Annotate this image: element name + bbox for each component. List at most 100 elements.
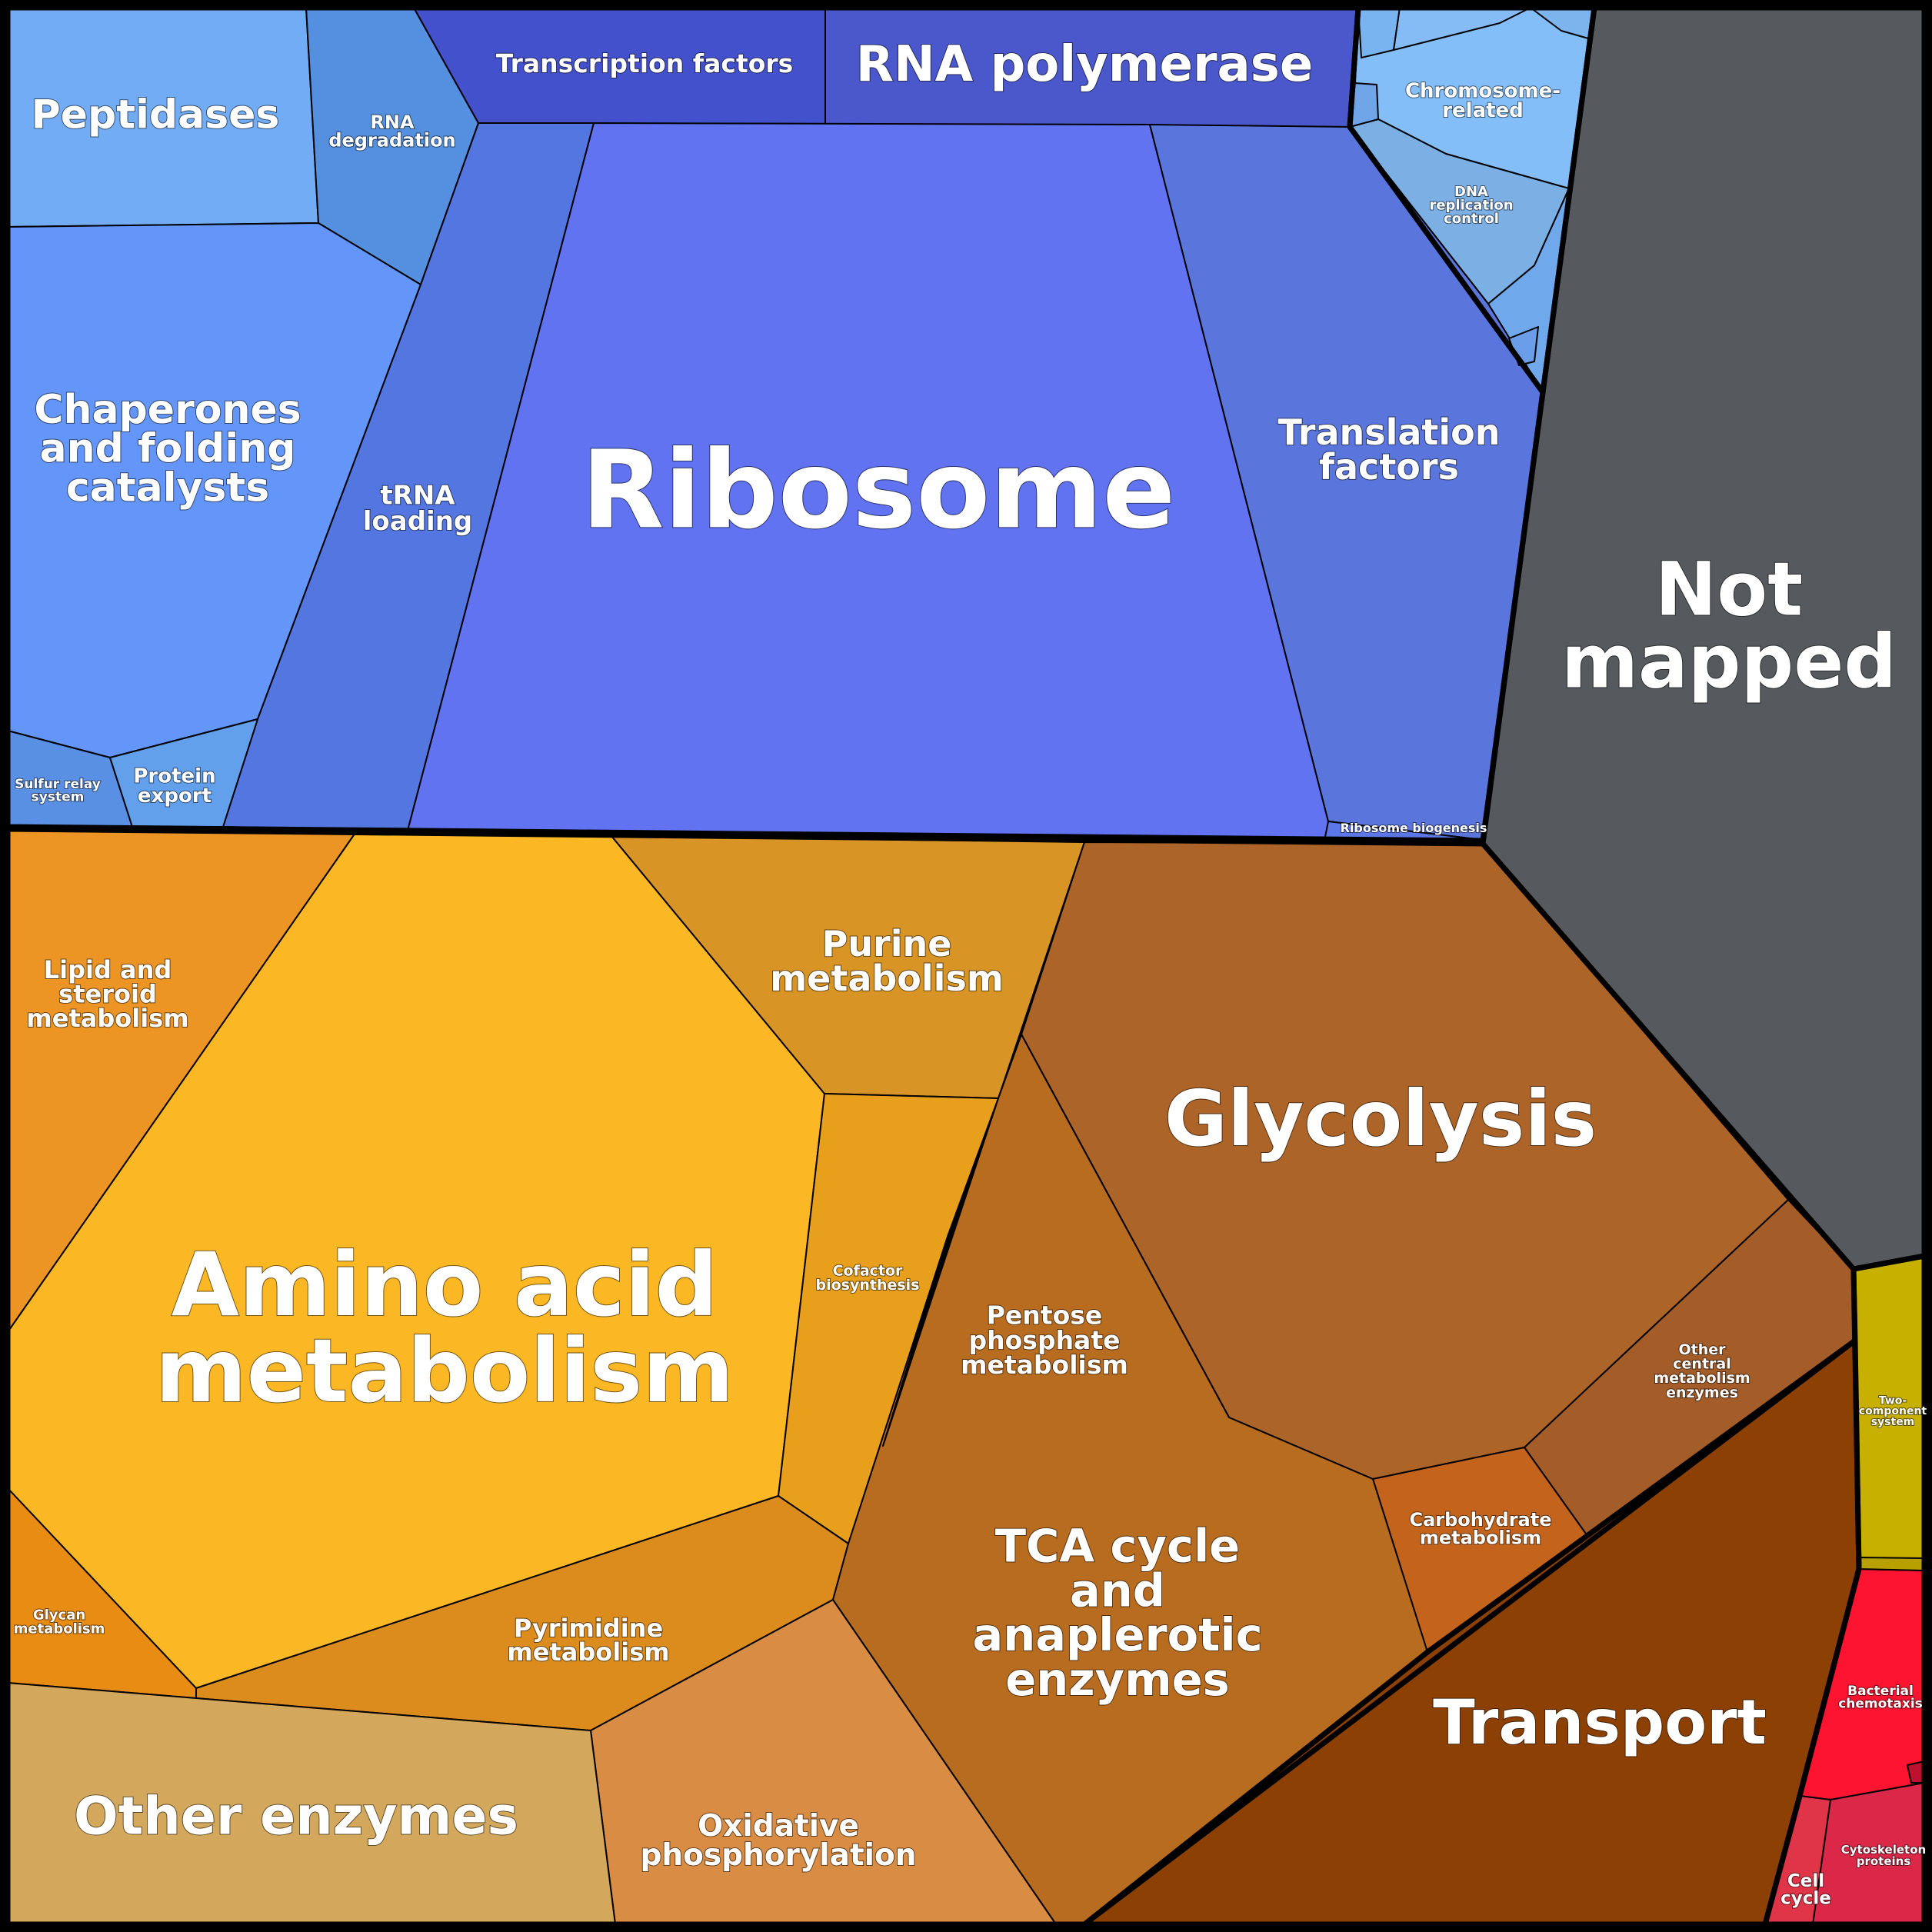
trna-loading-label-line: tRNA — [380, 481, 455, 511]
rna-degradation-label-line: RNA — [370, 112, 415, 133]
cell-cycle-label-line: cycle — [1780, 1889, 1831, 1909]
tca-label-line: and — [1070, 1564, 1165, 1617]
ribosome-label-line: Ribosome — [581, 428, 1176, 553]
dna-group-border — [1347, 5, 1597, 395]
glycolysis-label: Glycolysis — [1164, 1074, 1597, 1164]
transcription-factors-label-line: Transcription factors — [496, 48, 794, 78]
rna-polymerase-label: RNA polymerase — [856, 36, 1313, 93]
dna-replication-control-label-line: replication — [1429, 197, 1513, 213]
oxidative-phosphorylation-label-line: Oxidative — [698, 1809, 859, 1844]
oxidative-phosphorylation-label-line: phosphorylation — [640, 1838, 916, 1873]
pentose-phosphate-label-line: metabolism — [961, 1350, 1128, 1380]
trna-loading-label-line: loading — [363, 506, 473, 537]
two-component-label-line: Two- — [1879, 1394, 1907, 1407]
peptidases-label-line: Peptidases — [32, 92, 280, 138]
cell-cycle-label-line: Cell — [1787, 1871, 1824, 1891]
dna-replication-control-label-line: control — [1444, 211, 1499, 227]
transport-label-line: Transport — [1433, 1687, 1767, 1758]
rna-degradation-label-line: degradation — [328, 129, 455, 151]
chaperones-label-line: catalysts — [66, 465, 269, 511]
sulfur-relay-label-line: Sulfur relay — [15, 777, 101, 792]
ribosome-biogenesis-label: Ribosome biogenesis — [1341, 821, 1487, 835]
lipid-steroid-label-line: metabolism — [26, 1004, 188, 1033]
signaling-group-border — [1762, 1253, 1927, 1927]
ribosome-label: Ribosome — [581, 428, 1176, 553]
purine-label-line: Purine — [822, 923, 952, 964]
not-mapped-label-line: Not — [1655, 547, 1803, 633]
chromosome-related-label-line: related — [1442, 99, 1524, 122]
cofactor-label-line: biosynthesis — [815, 1277, 919, 1294]
peptidases-label: Peptidases — [32, 92, 280, 138]
sulfur-relay-label-line: system — [32, 789, 85, 804]
purine-label-line: metabolism — [770, 958, 1004, 999]
other-enzymes-label-line: Other enzymes — [74, 1786, 518, 1847]
tca-label-line: enzymes — [1005, 1653, 1229, 1706]
cytoskeleton-label-line: Cytoskeleton — [1841, 1843, 1926, 1857]
dna-replication-control-label-line: DNA — [1454, 184, 1488, 200]
other-central-label-line: Other — [1678, 1341, 1726, 1358]
carbohydrate-label-line: metabolism — [1420, 1527, 1541, 1548]
amino-acid-label-line: metabolism — [155, 1320, 734, 1422]
pyrimidine-label-line: metabolism — [507, 1637, 669, 1667]
carbohydrate-label-line: Carbohydrate — [1409, 1509, 1551, 1531]
pentose-phosphate-label-line: phosphate — [969, 1325, 1121, 1355]
other-enzymes-label: Other enzymes — [74, 1786, 518, 1847]
amino-acid-label-line: Amino acid — [172, 1234, 718, 1336]
ribosome-biogenesis-label-line: Ribosome biogenesis — [1341, 821, 1487, 835]
lipid-steroid-label-line: Lipid and — [44, 955, 172, 984]
transcription-factors-label: Transcription factors — [496, 48, 794, 78]
translation-factors-label-line: Translation — [1277, 411, 1500, 453]
transport-label: Transport — [1433, 1687, 1767, 1758]
bacterial-chemotaxis-label-line: chemotaxis — [1838, 1696, 1923, 1711]
glycolysis-label-line: Glycolysis — [1164, 1074, 1597, 1164]
protein-export-label-line: Protein — [133, 765, 215, 788]
two-component-label-line: component — [1859, 1405, 1927, 1417]
lipid-steroid-label-line: steroid — [58, 980, 157, 1009]
pentose-phosphate-label-line: Pentose — [987, 1301, 1103, 1331]
yellow-small-cell — [1858, 1557, 1925, 1571]
chromosome-related-label-line: Chromosome- — [1405, 80, 1561, 103]
other-central-label-line: metabolism — [1654, 1370, 1750, 1387]
pyrimidine-label-line: Pyrimidine — [514, 1614, 663, 1643]
tca-label-line: anaplerotic — [972, 1608, 1262, 1661]
cytoskeleton-label-line: proteins — [1857, 1854, 1911, 1868]
not-mapped-label-line: mapped — [1561, 619, 1897, 705]
protein-export-label-line: export — [138, 784, 212, 808]
two-component-label-line: system — [1871, 1416, 1915, 1428]
chaperones-label-line: and folding — [40, 426, 296, 472]
glycan-label-line: metabolism — [14, 1621, 105, 1637]
other-central-label-line: enzymes — [1666, 1384, 1738, 1401]
bacterial-chemotaxis-label-line: Bacterial — [1847, 1684, 1914, 1699]
cofactor-label-line: Cofactor — [833, 1263, 903, 1280]
tca-label-line: TCA cycle — [995, 1520, 1240, 1573]
glycan-label-line: Glycan — [33, 1607, 85, 1624]
chaperones-label-line: Chaperones — [34, 387, 301, 433]
rna-polymerase-label-line: RNA polymerase — [856, 36, 1313, 93]
